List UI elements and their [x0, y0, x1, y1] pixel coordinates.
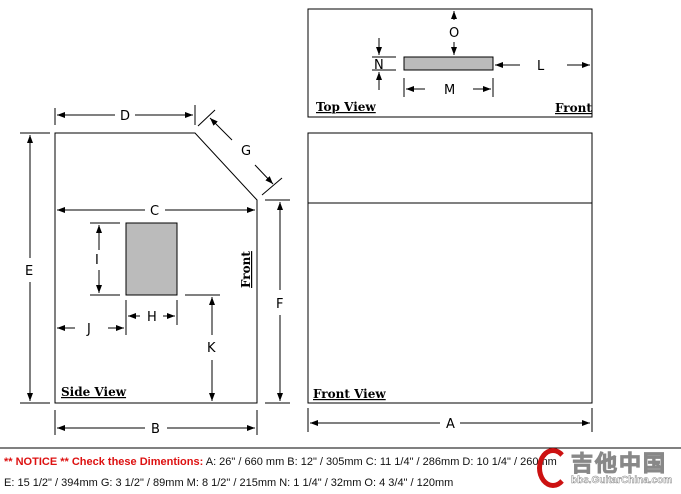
watermark-url: bbs.GuitarChina.com: [571, 475, 673, 487]
side-opening: [125, 222, 178, 296]
label-f: F: [276, 297, 283, 312]
notice-dimensions: A: 26" / 660 mm B: 12" / 305mm C: 11 1/4…: [4, 456, 557, 489]
label-i: I: [95, 253, 99, 268]
label-a: A: [446, 417, 455, 432]
label-l: L: [537, 59, 545, 74]
label-e: E: [25, 264, 33, 279]
top-view-title: Top View: [316, 100, 376, 114]
dimension-notice: ** NOTICE ** Check these Dimentions: A: …: [4, 452, 564, 494]
top-front-marker: Front: [555, 101, 592, 115]
label-n: N: [374, 58, 384, 73]
side-front-marker: Front: [239, 251, 253, 288]
top-opening: [403, 56, 494, 71]
label-k: K: [207, 341, 216, 356]
side-view-outline: [54, 132, 258, 404]
notice-prefix: ** NOTICE ** Check these Dimentions:: [4, 456, 204, 468]
front-view-title: Front View: [313, 387, 386, 401]
label-m: M: [444, 83, 455, 98]
top-view-outline: [307, 8, 593, 118]
label-j: J: [86, 322, 91, 337]
dragon-logo-icon: [537, 448, 569, 488]
side-view-title: Side View: [61, 385, 127, 399]
label-c: C: [150, 204, 159, 219]
front-view-outline: [307, 132, 593, 404]
label-d: D: [120, 109, 130, 124]
watermark-title: 吉他中国: [570, 451, 668, 477]
label-h: H: [147, 310, 157, 325]
label-g: G: [241, 144, 251, 159]
label-o: O: [449, 26, 459, 41]
watermark-logo: 吉他中国 bbs.GuitarChina.com: [535, 446, 681, 492]
label-b: B: [151, 422, 160, 437]
